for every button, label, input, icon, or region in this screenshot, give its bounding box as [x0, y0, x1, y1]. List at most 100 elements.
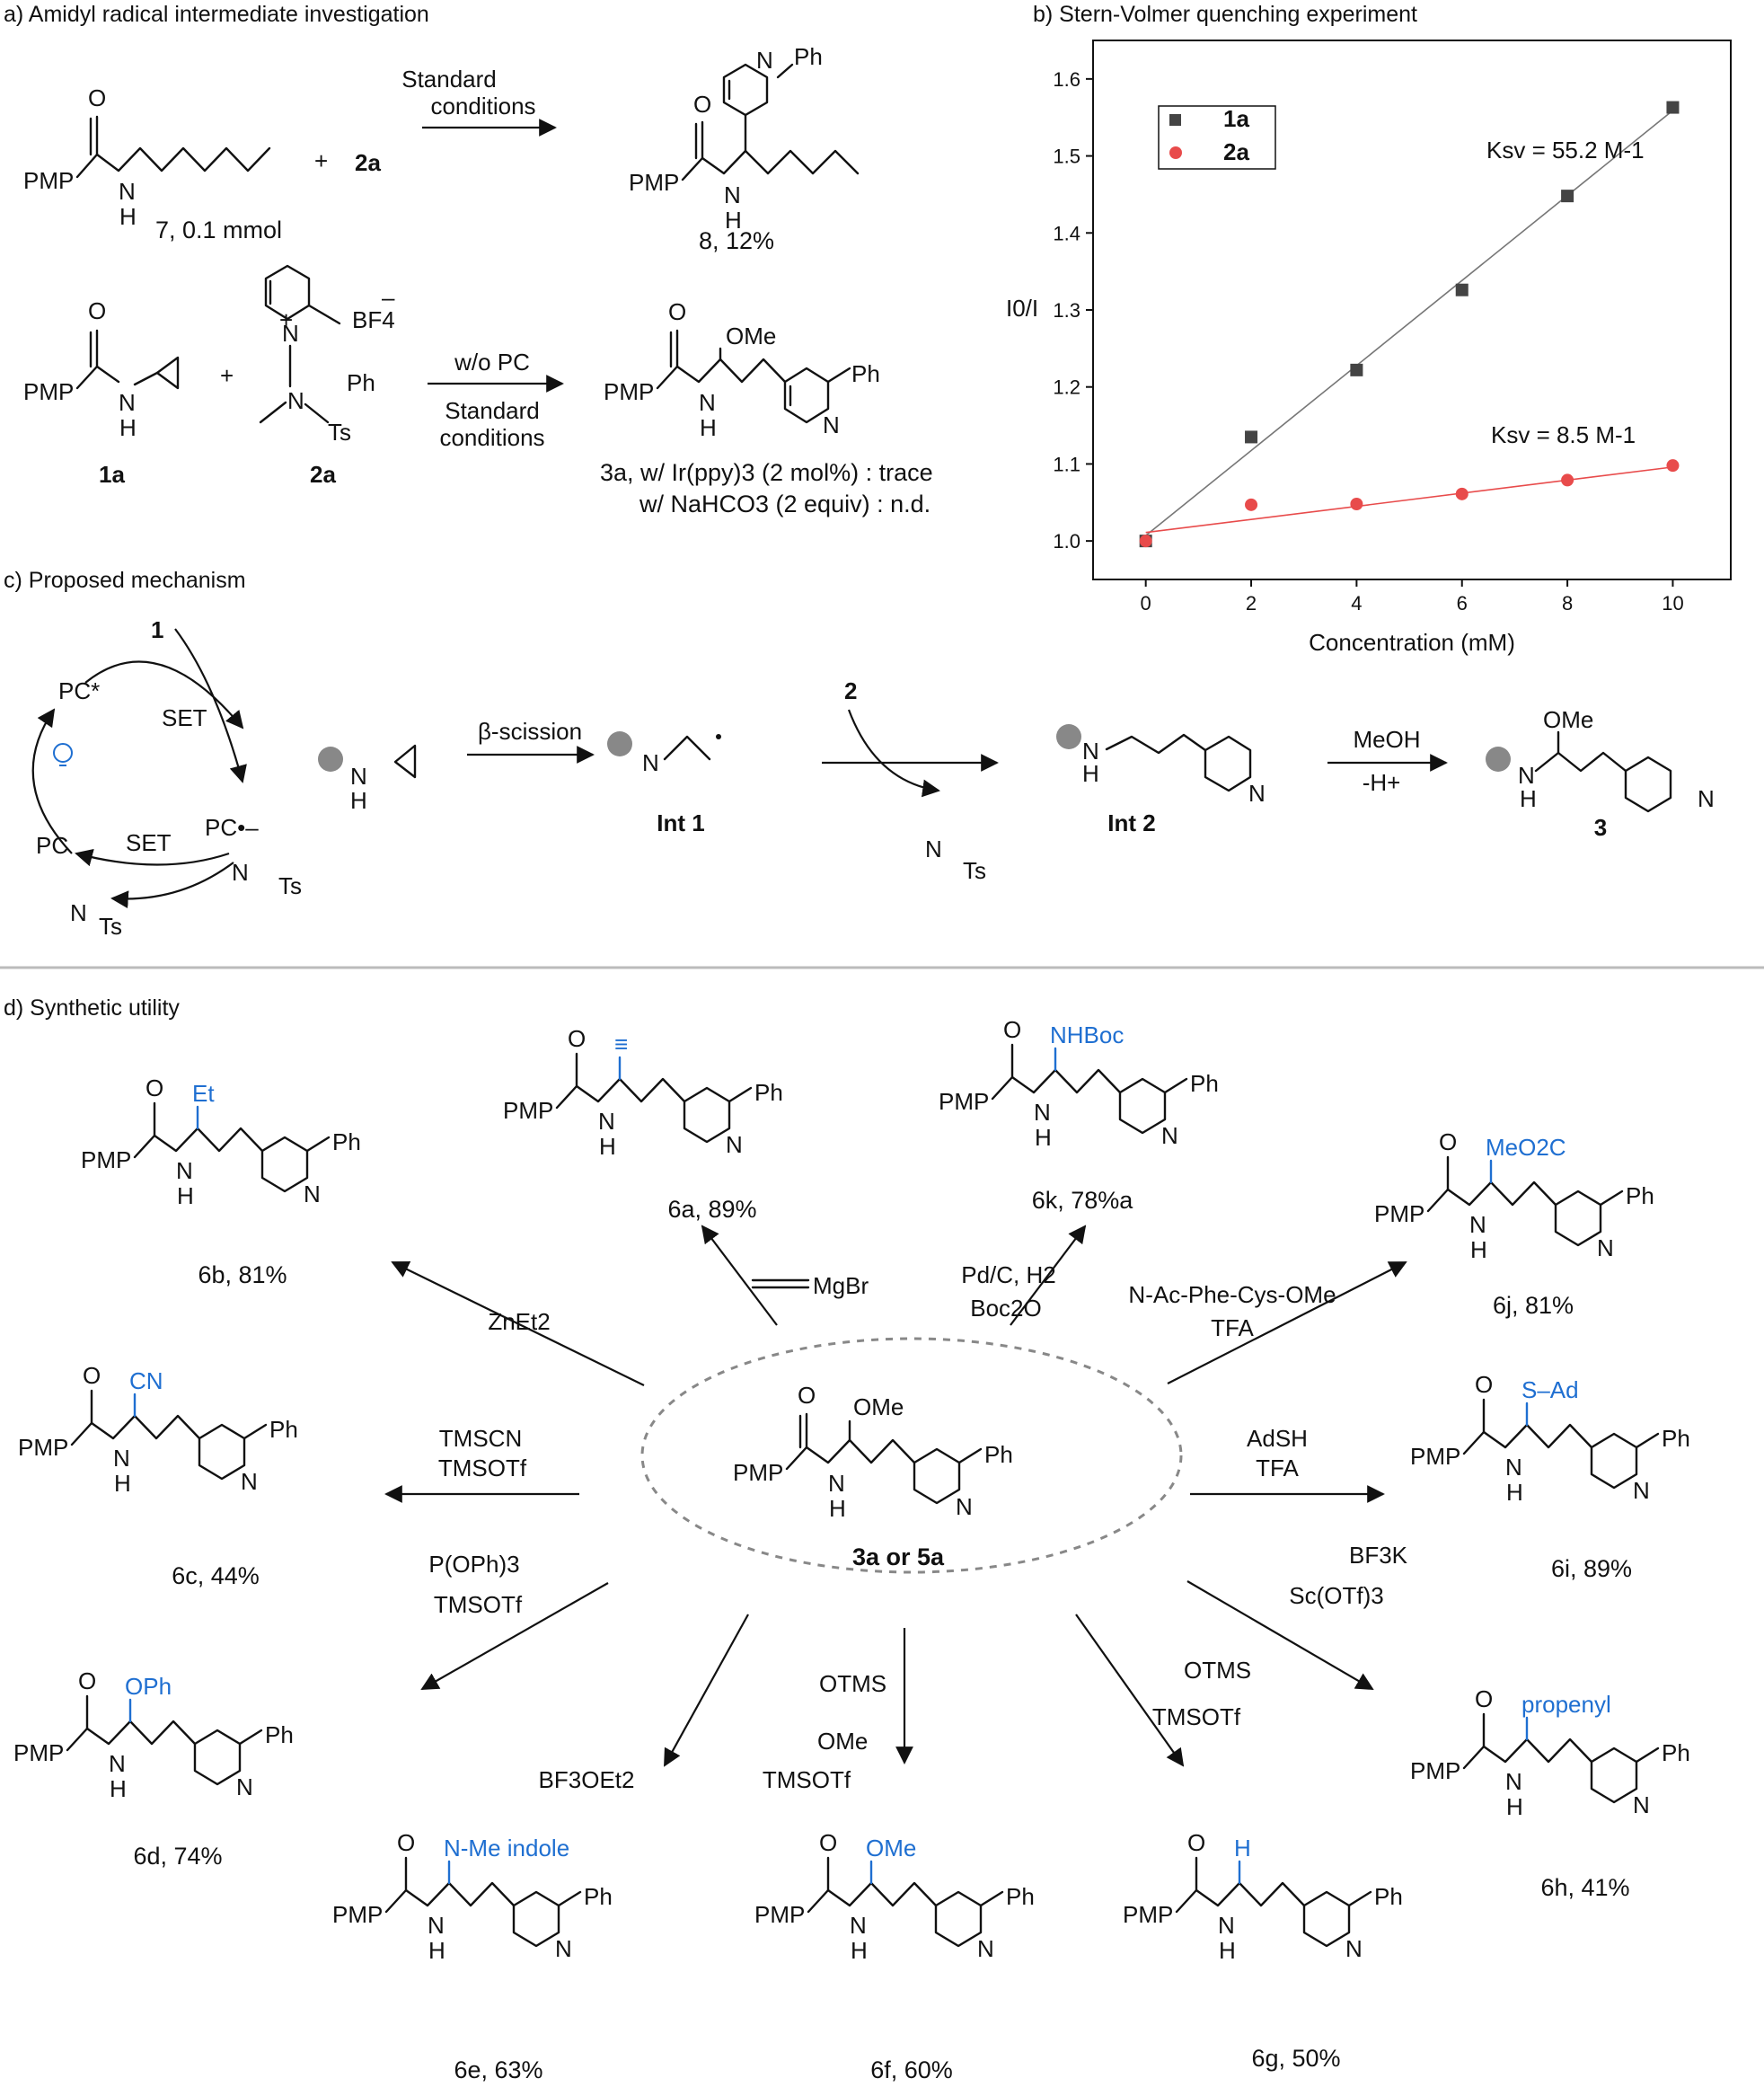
label-6i: 6i, 89% — [1551, 1555, 1632, 1582]
svg-text:Int 2: Int 2 — [1107, 809, 1155, 836]
svg-text:N: N — [642, 749, 659, 776]
point-1a — [1561, 190, 1574, 203]
center-compound: PMP O N H OMe N Ph — [733, 1382, 1013, 1522]
svg-text:N: N — [1698, 785, 1715, 812]
svg-text:TMSOTf: TMSOTf — [1152, 1703, 1241, 1730]
compound-8: PMP O N H N Ph — [629, 43, 860, 234]
svg-text:PMP: PMP — [733, 1459, 783, 1486]
reagent-labels: ZnEt2 MgBr Pd/C, H2 Boc2O N-Ac-Phe-Cys-O… — [428, 1261, 1407, 1793]
svg-text:Ph: Ph — [1006, 1883, 1035, 1910]
svg-text:H: H — [1520, 785, 1537, 812]
legend-marker-2a — [1169, 146, 1182, 159]
svg-text:MgBr: MgBr — [813, 1272, 869, 1299]
mechanism-scheme: 1 PC* SET PC•– SET PC N Ts N Ts N H β-sc… — [31, 616, 1715, 940]
svg-text:OMe: OMe — [853, 1393, 904, 1420]
panel-d-title: d) Synthetic utility — [4, 995, 180, 1021]
svg-text:Ph: Ph — [584, 1883, 613, 1910]
svg-text:N: N — [70, 899, 87, 926]
svg-text:TMSOTf: TMSOTf — [438, 1455, 527, 1481]
svg-text:TMSOTf: TMSOTf — [434, 1591, 523, 1618]
r1-conditions-2: conditions — [430, 93, 535, 119]
point-2a — [1245, 498, 1258, 511]
svg-text:TFA: TFA — [1211, 1314, 1254, 1341]
svg-text:Ph: Ph — [794, 43, 823, 70]
svg-text:O: O — [568, 1025, 586, 1052]
center-label: 3a or 5a — [852, 1543, 945, 1570]
svg-text:PMP: PMP — [1374, 1200, 1424, 1227]
svg-text:O: O — [1475, 1685, 1493, 1712]
legend-label-2a: 2a — [1223, 138, 1249, 165]
svg-text:Sc(OTf)3: Sc(OTf)3 — [1289, 1582, 1383, 1609]
svg-text:H: H — [700, 414, 717, 441]
svg-text:propenyl: propenyl — [1521, 1691, 1611, 1718]
panel-b-title: b) Stern-Volmer quenching experiment — [1033, 2, 1417, 27]
svg-text:N-Me indole: N-Me indole — [444, 1835, 569, 1861]
svg-text:TMSOTf: TMSOTf — [763, 1766, 851, 1793]
compound-3a-label-2: w/ NaHCO3 (2 equiv) : n.d. — [639, 491, 931, 517]
r2-conditions-top: w/o PC — [454, 349, 530, 376]
y-tick-label: 1.1 — [1053, 453, 1080, 475]
svg-text:PMP: PMP — [503, 1097, 553, 1124]
svg-text:OMe: OMe — [866, 1835, 916, 1861]
svg-text:PMP: PMP — [604, 378, 654, 405]
compound-2a: N + Ph N Ts BF4 – — [259, 264, 395, 446]
svg-text:N: N — [850, 1912, 867, 1939]
svg-text:N: N — [756, 47, 773, 74]
point-1a — [1666, 101, 1680, 114]
svg-text:Standard: Standard — [445, 397, 540, 424]
plus-sign: + — [314, 147, 328, 174]
y-tick-label: 1.0 — [1053, 530, 1080, 553]
svg-text:Boc2O: Boc2O — [970, 1295, 1042, 1322]
svg-text:N: N — [1505, 1454, 1522, 1481]
svg-text:OMe: OMe — [817, 1728, 868, 1755]
svg-text:PMP: PMP — [13, 1739, 64, 1766]
svg-text:P(OPh)3: P(OPh)3 — [428, 1551, 519, 1578]
svg-text:O: O — [693, 91, 711, 118]
svg-text:N: N — [1597, 1234, 1614, 1261]
svg-text:TMSCN: TMSCN — [439, 1425, 522, 1452]
svg-text:PMP: PMP — [629, 169, 679, 196]
legend-marker-1a — [1169, 114, 1181, 126]
svg-text:S–Ad: S–Ad — [1521, 1376, 1579, 1403]
svg-text:O: O — [146, 1074, 163, 1101]
svg-text:PMP: PMP — [18, 1434, 68, 1461]
y-tick-label: 1.5 — [1053, 146, 1080, 168]
label-6c: 6c, 44% — [172, 1562, 260, 1589]
svg-text:PMP: PMP — [754, 1901, 805, 1928]
svg-text:O: O — [88, 297, 106, 324]
svg-text:OPh: OPh — [125, 1673, 172, 1700]
compound-1a: PMP O N H — [23, 297, 180, 441]
svg-text:N: N — [1034, 1099, 1051, 1126]
svg-text:Pd/C, H2: Pd/C, H2 — [961, 1261, 1056, 1288]
svg-text:OMe: OMe — [1543, 706, 1593, 733]
reagent-2a: 2a — [355, 149, 381, 176]
svg-text:OTMS: OTMS — [1184, 1657, 1251, 1684]
svg-text:PMP: PMP — [1410, 1443, 1460, 1470]
svg-text:PC•–: PC•– — [205, 814, 259, 841]
svg-text:H: H — [1506, 1793, 1523, 1820]
svg-text:Ts: Ts — [328, 419, 351, 446]
svg-text:O: O — [397, 1829, 415, 1856]
svg-text:N: N — [287, 387, 304, 414]
compound-7: PMP O N H — [23, 84, 271, 230]
svg-text:N: N — [555, 1935, 572, 1962]
svg-text:N-Ac-Phe-Cys-OMe: N-Ac-Phe-Cys-OMe — [1128, 1281, 1336, 1308]
svg-text:conditions: conditions — [439, 424, 544, 451]
legend-label-1a: 1a — [1223, 105, 1249, 132]
svg-text:O: O — [668, 298, 686, 325]
svg-text:O: O — [1187, 1829, 1205, 1856]
label-6a: 6a, 89% — [667, 1196, 756, 1223]
svg-text:Ph: Ph — [1626, 1182, 1654, 1209]
svg-text:N: N — [236, 1773, 253, 1800]
svg-text:+: + — [220, 362, 234, 389]
label-6f: 6f, 60% — [870, 2056, 953, 2083]
svg-text:O: O — [1439, 1128, 1457, 1155]
svg-text:N: N — [1633, 1477, 1650, 1504]
